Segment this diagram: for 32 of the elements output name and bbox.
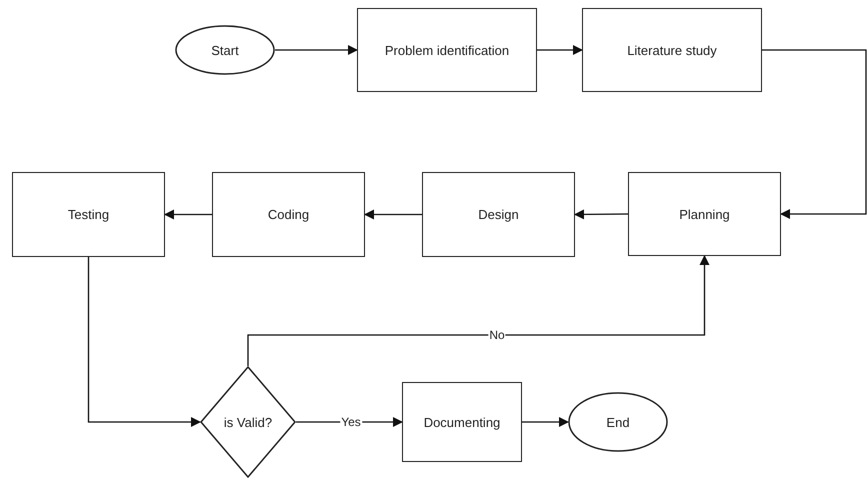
- arrow: [522, 417, 569, 427]
- process-box: [422, 172, 575, 257]
- process-box: [12, 172, 165, 257]
- node-label: Design: [477, 207, 520, 222]
- arrow: [275, 45, 358, 55]
- arrow: [762, 49, 867, 219]
- decision-diamond: [200, 366, 296, 478]
- process-box: [357, 8, 537, 92]
- node-label: Coding: [266, 207, 310, 222]
- arrow: [164, 210, 212, 220]
- terminal-ellipse: [175, 25, 275, 75]
- arrow: [574, 209, 628, 220]
- node-label: Documenting: [422, 414, 502, 430]
- node-label: Problem identification: [384, 42, 510, 58]
- arrow: [296, 417, 403, 427]
- process-box: [582, 8, 762, 92]
- process-box: [212, 172, 365, 257]
- node-label: End: [605, 414, 631, 430]
- node-label: is Valid?: [222, 414, 274, 430]
- arrow: [88, 257, 201, 427]
- arrow: [364, 210, 422, 220]
- node-label: Literature study: [626, 42, 718, 58]
- edge-label: No: [488, 328, 506, 342]
- node-label: Start: [210, 42, 240, 58]
- process-box: [628, 172, 781, 256]
- process-box: [402, 382, 522, 462]
- arrow: [247, 255, 710, 366]
- arrow: [537, 45, 583, 55]
- terminal-ellipse: [568, 392, 668, 452]
- node-label: Planning: [678, 206, 731, 222]
- node-label: Testing: [66, 207, 110, 222]
- edge-label: Yes: [340, 415, 362, 429]
